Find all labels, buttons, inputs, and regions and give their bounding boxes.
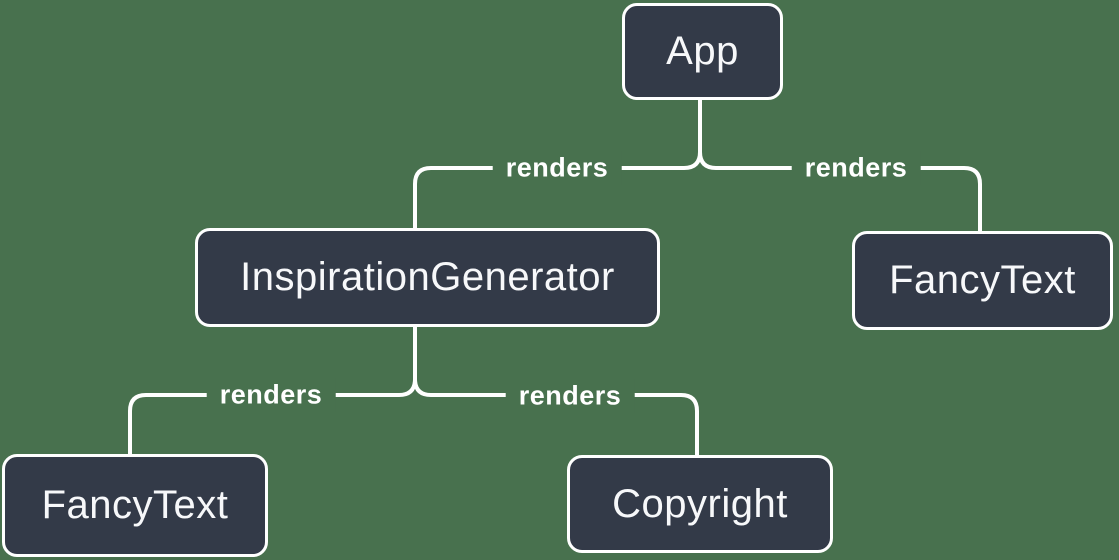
node-inspiration-generator: InspirationGenerator [195,228,660,327]
node-app-label: App [666,29,739,73]
node-copyright: Copyright [567,455,833,553]
edge-label-renders-2: renders [791,150,921,186]
node-copyright-label: Copyright [612,481,788,526]
edge-label-renders-1: renders [492,150,622,186]
node-fancy-text-left: FancyText [2,454,268,557]
node-inspiration-generator-label: InspirationGenerator [240,255,615,299]
node-app: App [622,3,783,100]
node-fancy-text-right-label: FancyText [889,258,1076,302]
node-fancy-text-left-label: FancyText [41,483,229,527]
edge-label-renders-4: renders [505,378,635,414]
node-fancy-text-right: FancyText [852,231,1113,330]
edge-label-renders-3: renders [206,377,336,413]
